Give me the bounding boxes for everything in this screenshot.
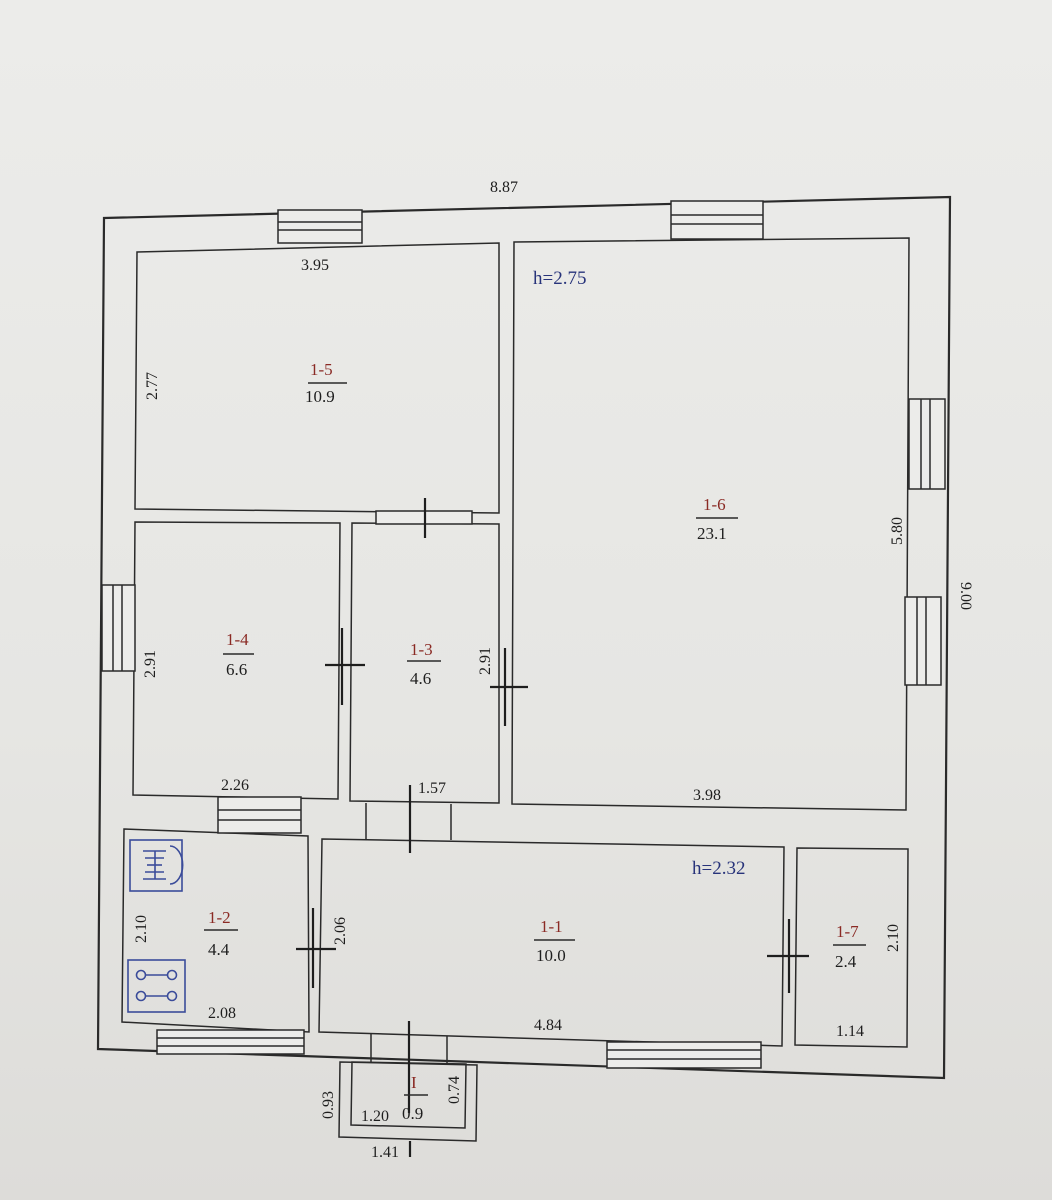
stove-icon [127,959,186,1013]
room-1-4-outline [132,521,341,800]
room-1-6-height: 5.80 [889,517,906,545]
porch-outer-height: 0.93 [320,1091,337,1119]
window-right-upper [908,398,946,490]
room-1-4-area: 6.6 [226,660,247,679]
room-1-7-area: 2.4 [835,952,857,971]
window-right-lower [904,596,942,686]
room-1-1-height: 2.06 [332,917,349,945]
room-1-1-id: 1-1 [540,917,563,936]
room-1-5-height: 2.77 [144,372,161,400]
porch-inner-outline [350,1061,467,1129]
window-top-left [277,209,363,244]
porch-outer-width: 1.41 [371,1144,399,1161]
sink-icon [129,839,184,892]
room-1-5-id: 1-5 [310,360,333,379]
room-1-3-area: 4.6 [410,669,431,688]
room-1-2-area: 4.4 [208,940,230,959]
window-top-right [670,200,764,240]
room-1-5-area: 10.9 [305,387,335,406]
room-1-1-width: 4.84 [534,1017,562,1034]
room-1-3-width: 1.57 [418,780,446,797]
room-1-7-width: 1.14 [836,1023,864,1040]
room-1-2-width: 2.08 [208,1005,236,1022]
window-middle-left [217,796,302,834]
room-1-1-outline [318,838,785,1047]
window-bottom-left [156,1029,305,1055]
door-marks [296,498,809,1113]
room-1-3-id: 1-3 [410,640,433,659]
porch-id: I [411,1073,417,1092]
porch-area: 0.9 [402,1104,423,1123]
porch-inner-height: 0.74 [446,1076,463,1104]
room-1-3-height: 2.91 [477,647,494,675]
room-1-2-id: 1-2 [208,908,231,927]
room-1-7-height: 2.10 [885,924,902,952]
room-1-5-outline [134,242,500,514]
room-1-6-outline [511,237,910,811]
room-1-1-area: 10.0 [536,946,566,965]
outer-width-label: 8.87 [490,179,518,196]
outer-wall [96,195,952,1080]
room-1-6-width: 3.98 [693,787,721,804]
outer-height-label: 9.00 [957,582,974,610]
windows [101,200,946,1069]
room-1-6-area: 23.1 [697,524,727,543]
room-1-6-id: 1-6 [703,495,726,514]
room-1-7-outline [794,847,909,1048]
room-1-7-id: 1-7 [836,922,859,941]
room-1-4-width: 2.26 [221,777,249,794]
porch-inner-width: 1.20 [361,1108,389,1125]
room-1-2-height: 2.10 [133,915,150,943]
window-bottom-right [606,1041,762,1069]
window-left [101,584,136,672]
room-1-5-width: 3.95 [301,257,329,274]
room-1-4-height: 2.91 [142,650,159,678]
room-1-4-id: 1-4 [226,630,249,649]
label-bars [204,382,866,1096]
height-main-label: h=2.75 [533,268,586,289]
height-lower-label: h=2.32 [692,858,745,879]
